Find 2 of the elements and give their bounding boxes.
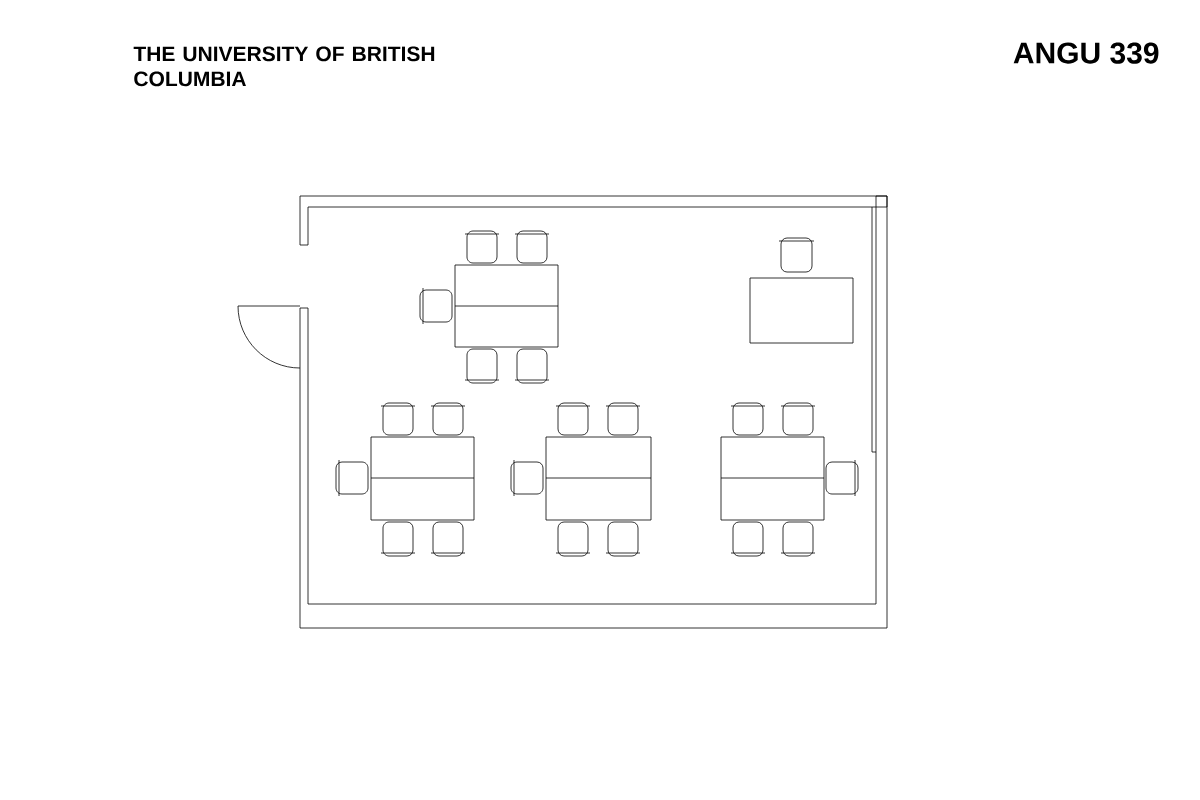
university-name: THE UNIVERSITY OF BRITISH COLUMBIA (133, 46, 435, 87)
heading: ANGU 339 (1013, 42, 1159, 64)
